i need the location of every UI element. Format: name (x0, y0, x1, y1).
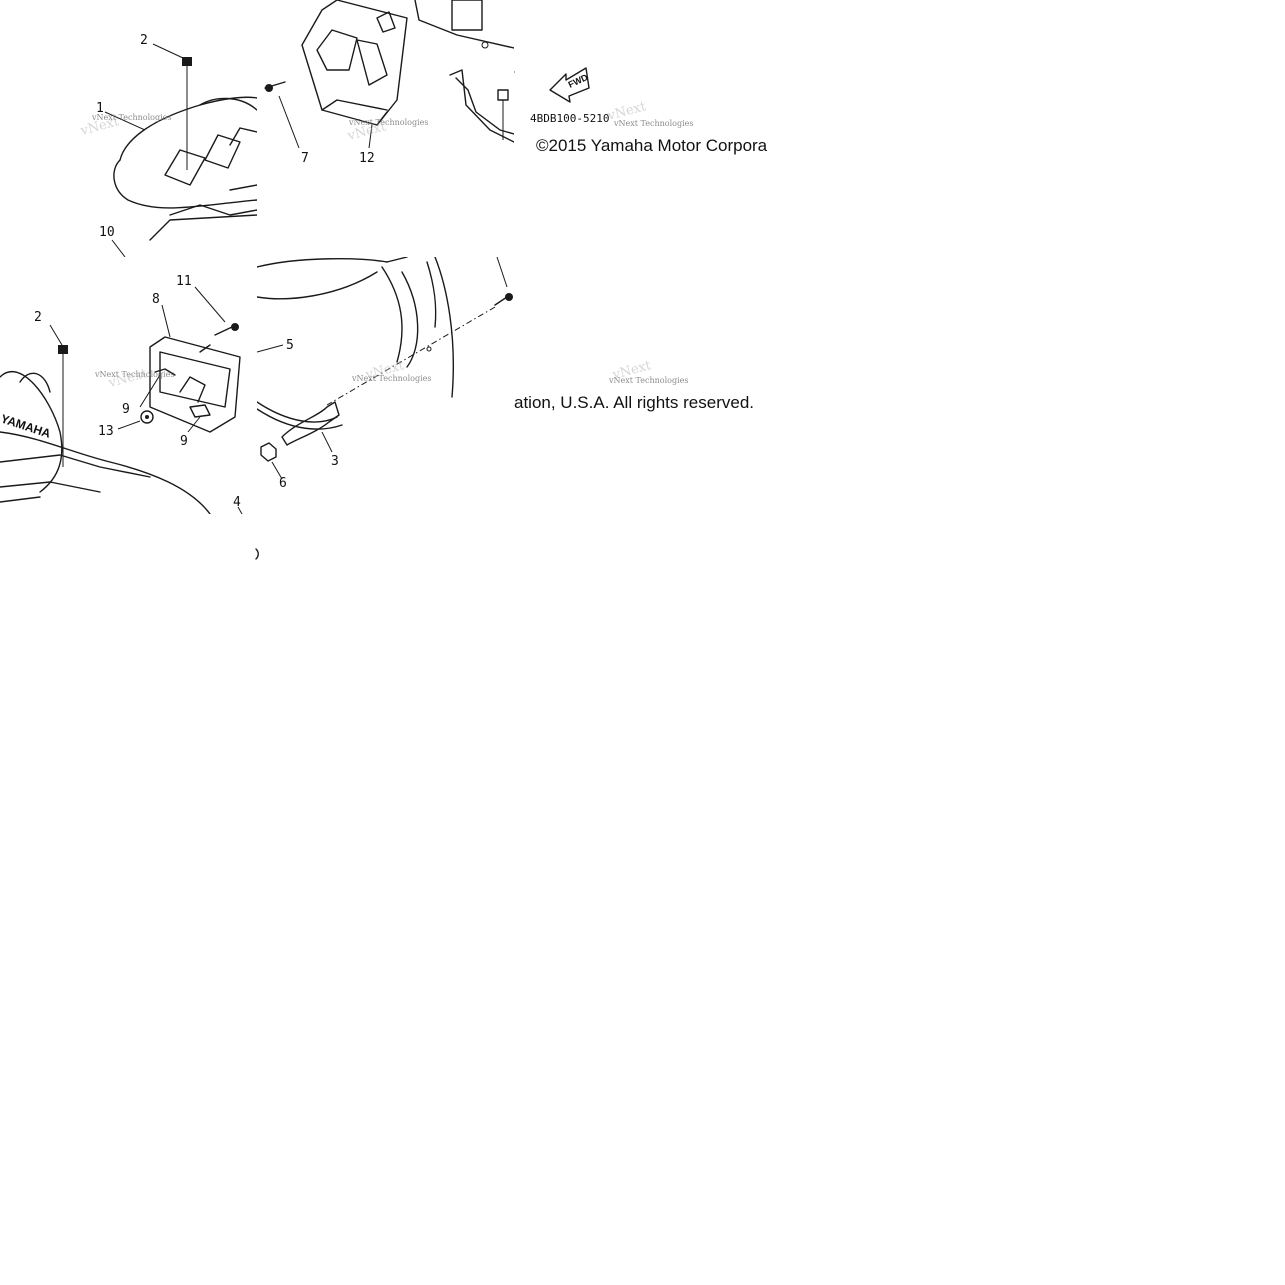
diagram-tile-3: FWD 4BDB100-5210 vNext Technologies vNex… (514, 0, 771, 257)
diagram-code: 4BDB100-5210 (530, 112, 609, 125)
diagram-tile-2b (400, 60, 514, 170)
fwd-arrow-icon (549, 67, 590, 103)
bolt-head (182, 57, 192, 66)
grommet-13 (140, 410, 154, 424)
diagram-tile-4: YAMAHA 2 8 11 9 9 13 4 vNext Technologie… (0, 257, 257, 514)
callout-12: 12 (359, 151, 375, 166)
callout-13: 13 (98, 424, 114, 439)
callout-2: 2 (140, 33, 148, 48)
watermark: vNext Technologies (91, 113, 171, 122)
stay-3 (281, 401, 340, 446)
svg-text:vNext Technologies: vNext Technologies (608, 376, 688, 385)
callout-8: 8 (152, 292, 160, 307)
diagram-tile-5: 5 3 6 vNext Technologies vNext (257, 257, 514, 514)
callout-5: 5 (286, 338, 294, 353)
callout-9: 9 (122, 402, 130, 417)
callout-11: 11 (176, 274, 192, 289)
callout-2: 2 (34, 310, 42, 325)
callout-6: 6 (279, 476, 287, 491)
callout-7: 7 (301, 151, 309, 166)
svg-text:vNext Technologies: vNext Technologies (351, 374, 431, 383)
callout-3: 3 (331, 454, 339, 469)
diagram-fragment (254, 548, 260, 560)
diagram-tile-6: vNext Technologies vNext ation, U.S.A. A… (514, 257, 771, 514)
callout-9: 9 (180, 434, 188, 449)
callout-1: 1 (96, 101, 104, 116)
diagram-tile-1: 2 1 10 vNext Technologies vNext (0, 0, 257, 257)
callout-4: 4 (233, 495, 241, 510)
svg-text:vNext Technologies: vNext Technologies (613, 119, 693, 128)
svg-text:vNext Technologies: vNext Technologies (348, 118, 428, 127)
svg-text:vNext: vNext (78, 114, 121, 139)
diagram-tile-2: 7 12 vNext Technologies vNext (257, 0, 514, 257)
nut-6 (260, 442, 277, 462)
callout-10: 10 (99, 225, 115, 240)
copyright-text-continued: ation, U.S.A. All rights reserved. (514, 393, 754, 412)
svg-text:vNext Technologies: vNext Technologies (94, 370, 174, 379)
copyright-text: ©2015 Yamaha Motor Corpora (536, 136, 768, 155)
